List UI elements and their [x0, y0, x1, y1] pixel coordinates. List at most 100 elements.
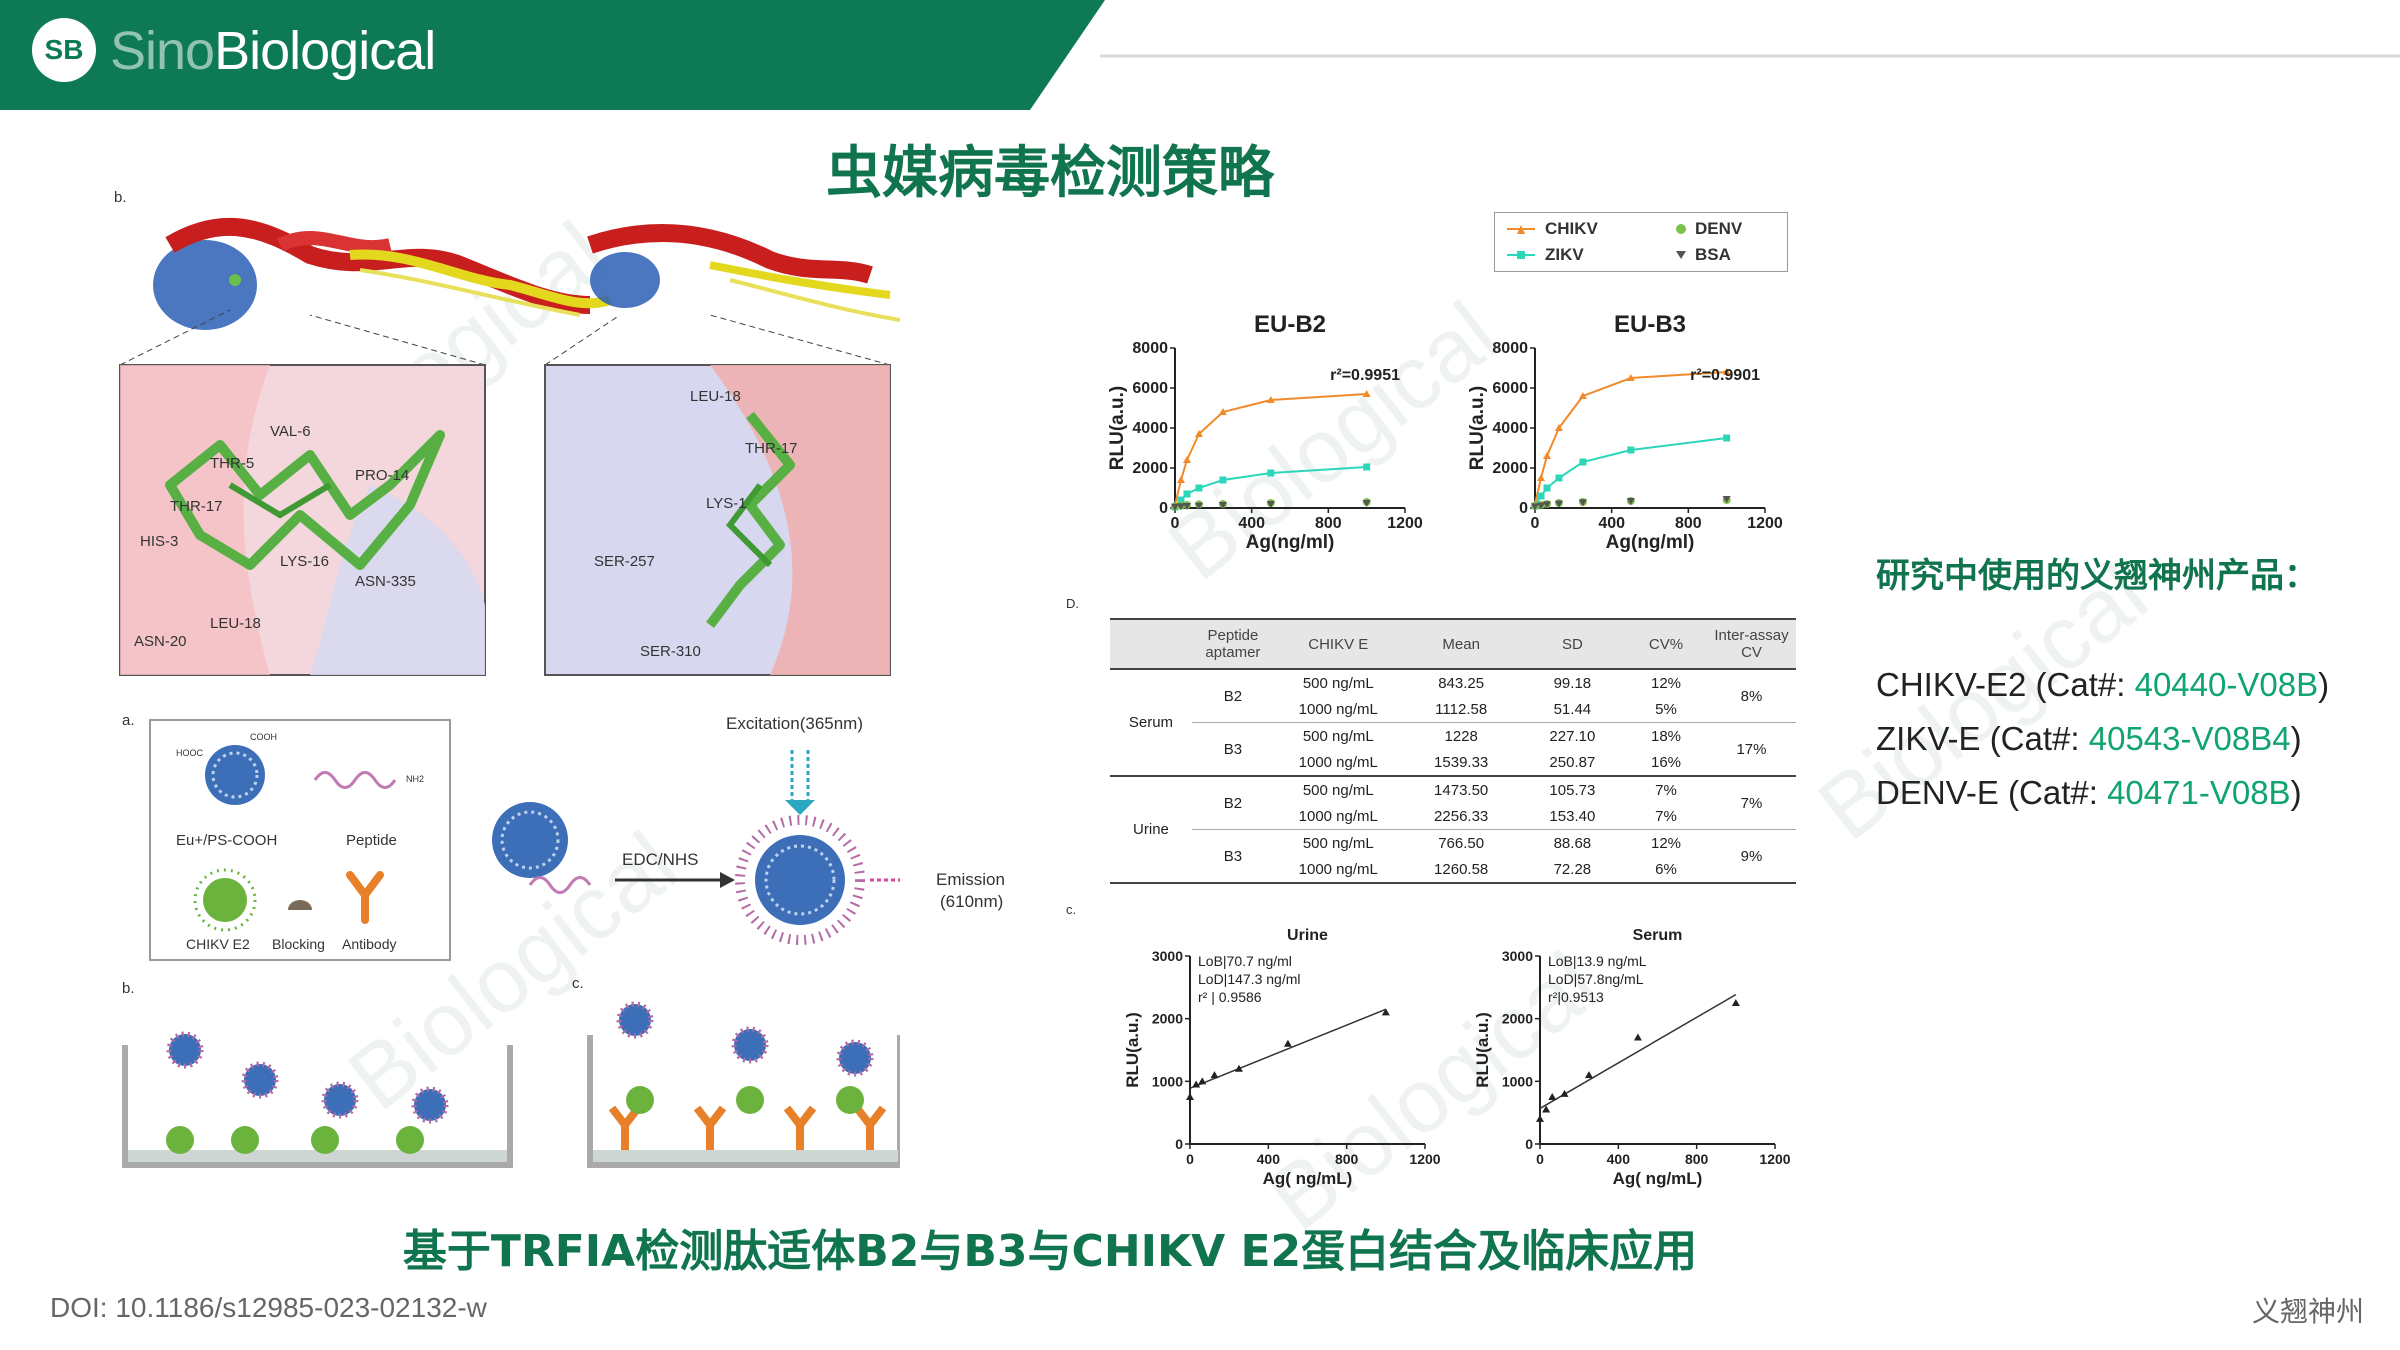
- structure-panel: b. VAL-6 THR-5 PRO-14 THR-17 HIS-3 LYS-: [110, 185, 900, 685]
- hooc-label: HOOC: [176, 748, 203, 758]
- residue-label: THR-17: [745, 440, 798, 457]
- chart-point: [1537, 492, 1545, 500]
- precision-table-grid: Peptide aptamer CHIKV E Mean SD CV% Inte…: [1110, 618, 1796, 884]
- regression-line: [1539, 993, 1737, 1110]
- chart-point: [1633, 1033, 1642, 1041]
- blocking-label: Blocking: [272, 936, 325, 952]
- table-cell-inter-assay: 9%: [1740, 847, 1763, 865]
- y-tick-label: 8000: [1132, 340, 1168, 357]
- table-cell: 18%: [1651, 727, 1682, 745]
- chart-title: EU-B2: [1254, 311, 1326, 338]
- chart-point: [1536, 474, 1545, 481]
- chart-point: [1536, 502, 1545, 510]
- x-tick-label: 800: [1315, 515, 1342, 532]
- table-cell: 250.87: [1549, 753, 1596, 771]
- x-tick-label: 400: [1607, 1151, 1631, 1167]
- y-tick-label: 1000: [1502, 1073, 1533, 1089]
- residue-label: SER-257: [594, 553, 655, 570]
- chart-point: [1362, 390, 1371, 397]
- table-cell: 500 ng/mL: [1302, 781, 1374, 799]
- r-squared-annotation: r²=0.9951: [1330, 367, 1400, 384]
- chart-point: [1171, 503, 1179, 511]
- table-cell-inter-assay: 7%: [1740, 794, 1763, 812]
- panel-label-b: b.: [122, 980, 135, 997]
- product-cat[interactable]: 40440-V08B: [2134, 666, 2319, 703]
- brand-part2: Biological: [214, 21, 436, 81]
- table-cell-aptamer: B3: [1223, 740, 1243, 758]
- table-cell: 12%: [1651, 674, 1682, 692]
- x-tick-label: 800: [1335, 1151, 1359, 1167]
- table-cell: 7%: [1655, 807, 1677, 825]
- chart-point: [1722, 368, 1731, 375]
- table-cell: 1000 ng/mL: [1298, 807, 1378, 825]
- legend-item-bsa: BSA: [1695, 245, 1731, 264]
- product-end: ): [2318, 666, 2330, 703]
- table-row: 1000 ng/mL 2256.33 153.40 7%: [1110, 803, 1796, 830]
- product-chikv-e2[interactable]: CHIKV-E2 (Cat#: 40440-V08B): [1876, 666, 2329, 704]
- x-tick-label: 1200: [1747, 515, 1783, 532]
- product-denv-e[interactable]: DENV-E (Cat#: 40471-V08B): [1876, 774, 2302, 812]
- chart-point: [1234, 1064, 1243, 1072]
- residue-label: LEU-18: [690, 388, 741, 405]
- chart-point: [1195, 484, 1203, 492]
- y-tick-label: 2000: [1132, 460, 1168, 477]
- regression-line: [1189, 1008, 1387, 1090]
- antibody-label: Antibody: [342, 936, 397, 952]
- table-cell-inter-assay: 17%: [1736, 740, 1767, 758]
- x-axis-label: Ag( ng/mL): [1613, 1169, 1703, 1188]
- residue-label: LEU-18: [210, 615, 261, 632]
- y-tick-label: 4000: [1132, 420, 1168, 437]
- chart-point: [1584, 1071, 1593, 1079]
- table-cell: 153.40: [1549, 807, 1596, 825]
- product-cat[interactable]: 40471-V08B: [2107, 774, 2291, 811]
- table-panel-label: D.: [1066, 596, 1079, 611]
- brand-logo[interactable]: SinoBiological: [110, 20, 436, 82]
- table-cell: 1473.50: [1434, 781, 1489, 799]
- legend-item-chikv: CHIKV: [1545, 219, 1598, 238]
- residue-label: ASN-335: [355, 573, 416, 590]
- lod-annotation: LoB|13.9 ng/mL: [1548, 953, 1647, 969]
- protein-structure-illustration: [119, 217, 900, 676]
- table-cell: 227.10: [1549, 727, 1596, 745]
- table-cell: 1112.58: [1435, 700, 1488, 718]
- x-tick-label: 0: [1536, 1151, 1544, 1167]
- table-cell: 500 ng/mL: [1302, 834, 1374, 852]
- chart-point: [1283, 1039, 1292, 1047]
- chart-point: [1543, 484, 1551, 492]
- chart-point: [1542, 452, 1551, 459]
- table-cell-aptamer: B2: [1223, 687, 1243, 705]
- chart-title: Urine: [1287, 927, 1328, 944]
- product-cat[interactable]: 40543-V08B4: [2088, 720, 2291, 757]
- x-axis-label: Ag(ng/ml): [1606, 532, 1695, 553]
- lod-annotation: LoD|57.8ng/mL: [1548, 971, 1644, 987]
- x-tick-label: 1200: [1759, 1151, 1790, 1167]
- table-cell: 5%: [1655, 700, 1677, 718]
- chart-point: [1554, 500, 1563, 508]
- table-cell: 500 ng/mL: [1302, 727, 1374, 745]
- product-end: ): [2290, 774, 2302, 811]
- chart-point: [1176, 503, 1185, 511]
- th-sd: SD: [1519, 619, 1626, 670]
- product-zikv-e[interactable]: ZIKV-E (Cat#: 40543-V08B4): [1876, 720, 2302, 758]
- table-cell-aptamer: B2: [1223, 794, 1243, 812]
- lod-annotation: LoB|70.7 ng/ml: [1198, 953, 1292, 969]
- y-tick-label: 6000: [1132, 380, 1168, 397]
- doi-reference[interactable]: DOI: 10.1186/s12985-023-02132-w: [50, 1292, 487, 1323]
- table-cell: 1539.33: [1434, 753, 1489, 771]
- emission-label: Emission: [936, 870, 1005, 889]
- chart-point: [1186, 1093, 1194, 1100]
- header-bar: [0, 0, 2400, 110]
- chart-point: [1578, 392, 1587, 399]
- x-tick-label: 800: [1685, 1151, 1709, 1167]
- edc-nhs-label: EDC/NHS: [622, 850, 699, 869]
- table-cell: 2256.33: [1434, 807, 1489, 825]
- lod-annotation: r² | 0.9586: [1198, 989, 1262, 1005]
- chart-point: [1363, 463, 1371, 471]
- chart-title: Serum: [1633, 927, 1683, 944]
- table-cell: 843.25: [1438, 674, 1485, 692]
- x-tick-label: 1200: [1387, 515, 1423, 532]
- product-name: CHIKV-E2 (Cat#:: [1876, 666, 2135, 703]
- y-axis-label: RLU(a.u.): [1467, 386, 1488, 470]
